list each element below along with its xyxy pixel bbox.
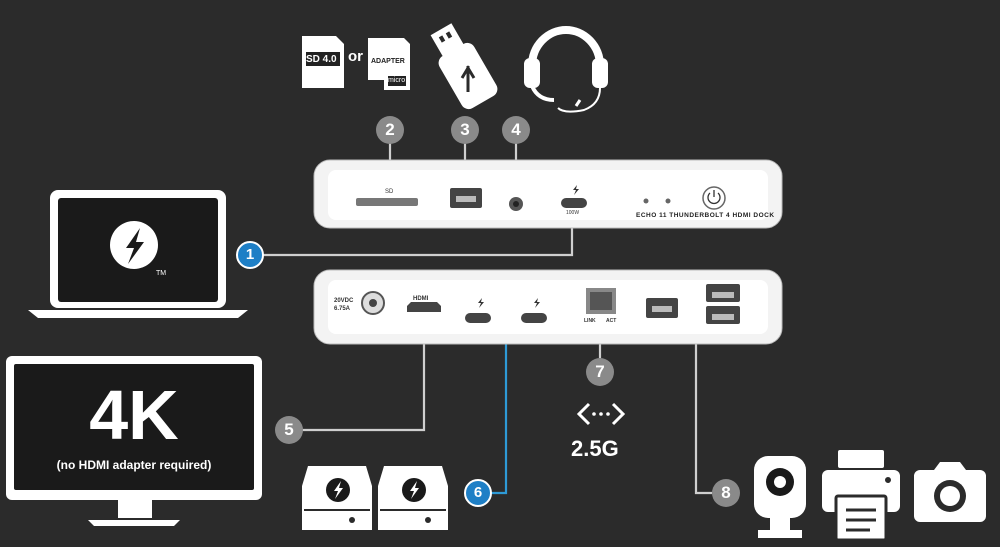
badge-1: 1 <box>236 241 264 269</box>
monitor-note: (no HDMI adapter required) <box>56 458 212 472</box>
rear-dock <box>313 269 783 345</box>
printer-icon <box>822 450 900 542</box>
network-icon <box>576 402 626 426</box>
thunderbolt-icon <box>126 228 144 264</box>
badge-8: 8 <box>712 479 740 507</box>
badge-7: 7 <box>586 358 614 386</box>
sd-card-icons <box>302 36 410 90</box>
badge-2: 2 <box>376 116 404 144</box>
laptop-illustration <box>28 190 248 318</box>
power-icon <box>707 190 721 205</box>
led-indicator-1 <box>643 198 649 204</box>
led-indicator-2 <box>665 198 671 204</box>
sd-card-slot <box>356 198 418 206</box>
camera-icon <box>754 456 806 538</box>
front-sd-slot-label: SD <box>385 189 394 195</box>
badge-6: 6 <box>464 479 492 507</box>
connector-1 <box>262 222 574 257</box>
connector-5 <box>301 336 426 432</box>
badge-3: 3 <box>451 116 479 144</box>
front-port-caption: 100W <box>566 210 580 216</box>
rear-thunderbolt-port-2 <box>521 313 547 323</box>
badge-4: 4 <box>502 116 530 144</box>
link-label: LINK <box>584 318 596 324</box>
connector-8 <box>694 336 712 495</box>
adapter-label: ADAPTER <box>371 58 405 65</box>
act-label: ACT <box>606 318 617 324</box>
network-speed: 2.5G <box>571 436 619 461</box>
sd-card-label: SD 4.0 <box>306 54 337 65</box>
dock-name-label: ECHO 11 THUNDERBOLT 4 HDMI DOCK <box>636 212 775 219</box>
monitor-illustration <box>6 356 262 526</box>
connector-6 <box>490 336 508 495</box>
thunderbolt-drive-2 <box>378 466 448 530</box>
hdmi-port <box>407 302 441 312</box>
power-rating-line1: 20VDC <box>334 298 354 304</box>
headset-icon <box>524 26 608 113</box>
thunderbolt-drive-1 <box>302 466 372 530</box>
power-rating-line2: 6.75A <box>334 306 351 312</box>
usb-stick-icon <box>430 23 498 110</box>
front-dock <box>313 159 783 229</box>
front-thunderbolt-port <box>561 198 587 208</box>
badge-5: 5 <box>275 416 303 444</box>
photo-camera-icon <box>914 462 986 522</box>
micro-label: micro <box>388 77 406 84</box>
rear-thunderbolt-port-1 <box>465 313 491 323</box>
power-button <box>702 186 726 210</box>
thunderbolt-small-icon <box>573 185 579 195</box>
hdmi-port-label: HDMI <box>413 296 429 302</box>
thunderbolt-trademark: TM <box>156 270 167 277</box>
connector-lines <box>262 140 712 495</box>
monitor-resolution: 4K <box>89 376 179 454</box>
or-label: or <box>348 48 363 65</box>
